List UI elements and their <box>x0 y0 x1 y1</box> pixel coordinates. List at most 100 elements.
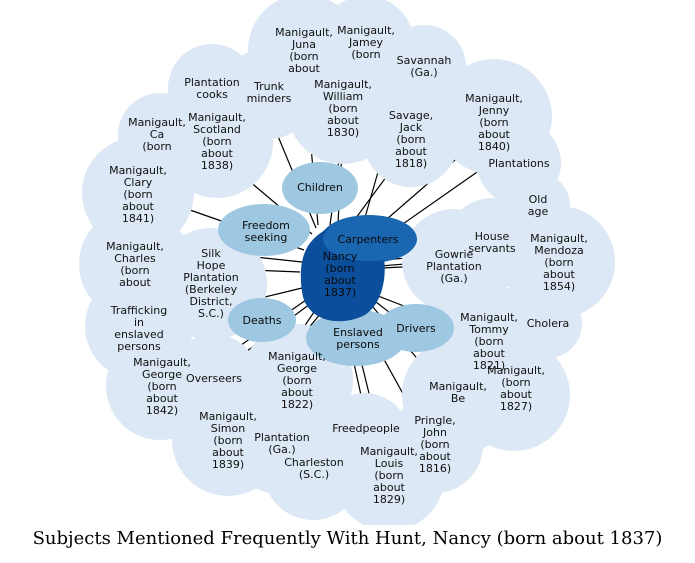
bubble-tommy <box>433 285 545 397</box>
label-trafficking-line: enslaved <box>114 328 164 341</box>
label-manigault-be-line: Be <box>451 392 466 405</box>
label-jamey-line: Jamey <box>348 36 383 49</box>
blob-deaths <box>228 298 296 342</box>
label-william-line: Manigault, <box>314 78 372 91</box>
carpenters-blob-top <box>323 217 415 261</box>
label-pringle-john-line: 1816) <box>419 462 451 475</box>
label-carpenters: Carpenters <box>338 233 399 246</box>
label-scotland-line: about <box>201 147 233 160</box>
label-center-line: Nancy <box>323 250 358 263</box>
label-silk-hope-line: (Berkeley <box>185 283 238 296</box>
label-mendoza-line: 1854) <box>543 280 575 293</box>
label-manigault-1827-line: 1827) <box>500 400 532 413</box>
label-charles-line: Manigault, <box>106 240 164 253</box>
label-manigault-1827-line: (born <box>501 376 530 389</box>
label-pringle-john-line: (born <box>420 438 449 451</box>
label-manigault-be-line: Manigault, <box>429 380 487 393</box>
label-manigault-1827-line: Manigault, <box>487 364 545 377</box>
bubble-pringle-john <box>387 397 483 493</box>
label-trafficking-line: in <box>134 316 144 329</box>
label-clary-line: about <box>122 200 154 213</box>
label-savage-jack-line: Savage, <box>389 109 433 122</box>
label-center-line: (born <box>325 262 354 275</box>
label-george-1822-line: 1822) <box>281 398 313 411</box>
label-silk-hope-line: Silk <box>201 247 221 260</box>
label-manigault-ca-line: Ca <box>150 128 164 141</box>
label-juna-line: (born <box>289 50 318 63</box>
label-freedom-seeking-line: seeking <box>245 231 288 244</box>
label-cholera-line: Cholera <box>527 317 569 330</box>
label-juna-line: Juna <box>291 38 316 51</box>
label-house-servants-line: House <box>475 230 510 243</box>
label-george-1822-line: (born <box>282 374 311 387</box>
label-louis-line: (born <box>374 469 403 482</box>
label-tommy-line: Manigault, <box>460 311 518 324</box>
label-children: Children <box>297 181 343 194</box>
label-tommy-line: Tommy <box>468 323 509 336</box>
label-savannah-line: Savannah <box>397 54 452 67</box>
label-manigault-ca-line: (born <box>142 140 171 153</box>
label-plantation-ga-line: Plantation <box>254 431 310 444</box>
label-savage-jack-line: about <box>395 145 427 158</box>
label-plantations: Plantations <box>488 157 550 170</box>
label-plantations-line: Plantations <box>488 157 550 170</box>
label-scotland-line: Scotland <box>193 123 241 136</box>
label-mendoza-line: about <box>543 268 575 281</box>
label-overseers-line: Overseers <box>186 372 242 385</box>
label-george-1822-line: Manigault, <box>268 350 326 363</box>
label-george-1822-line: about <box>281 386 313 399</box>
blob-enslaved-persons <box>306 310 406 366</box>
label-carpenters-line: Carpenters <box>338 233 399 246</box>
label-tommy-line: about <box>473 347 505 360</box>
label-plantation-ga: Plantation(Ga.) <box>254 431 310 456</box>
bubbles <box>79 0 615 525</box>
label-center-line: 1837) <box>324 286 356 299</box>
label-house-servants-line: servants <box>468 242 516 255</box>
label-louis-line: 1829) <box>373 493 405 506</box>
label-pringle-john-line: Pringle, <box>414 414 455 427</box>
label-tommy-line: (born <box>474 335 503 348</box>
label-children-line: Children <box>297 181 343 194</box>
label-jamey: Manigault,Jamey(born <box>337 24 395 61</box>
label-plantation-cooks-line: Plantation <box>184 76 240 89</box>
diagram-caption: Subjects Mentioned Frequently With Hunt,… <box>32 528 663 549</box>
label-savage-jack-line: (born <box>396 133 425 146</box>
label-jenny-line: about <box>478 128 510 141</box>
label-william-line: about <box>327 114 359 127</box>
label-silk-hope-line: S.C.) <box>198 307 224 320</box>
bubble-savage-jack <box>363 91 459 187</box>
label-trunk-minders-line: Trunk <box>253 80 285 93</box>
label-freedom-seeking-line: Freedom <box>242 219 290 232</box>
label-drivers-line: Drivers <box>396 322 436 335</box>
label-juna-line: Manigault, <box>275 26 333 39</box>
label-manigault-ca: Manigault,Ca(born <box>128 116 186 153</box>
label-clary-line: (born <box>123 188 152 201</box>
label-enslaved-persons-line: Enslaved <box>333 326 383 339</box>
label-louis-line: about <box>373 481 405 494</box>
label-mendoza-line: (born <box>544 256 573 269</box>
label-scotland-line: (born <box>202 135 231 148</box>
label-jamey-line: Manigault, <box>337 24 395 37</box>
label-manigault-ca-line: Manigault, <box>128 116 186 129</box>
label-savannah-line: (Ga.) <box>410 66 437 79</box>
label-scotland-line: Manigault, <box>188 111 246 124</box>
label-trunk-minders-line: minders <box>247 92 292 105</box>
label-silk-hope-line: District, <box>189 295 232 308</box>
label-manigault-be: Manigault,Be <box>429 380 487 405</box>
label-jenny-line: (born <box>479 116 508 129</box>
label-gowrie-line: Plantation <box>426 260 482 273</box>
label-deaths-line: Deaths <box>243 314 282 327</box>
label-simon-line: 1839) <box>212 458 244 471</box>
